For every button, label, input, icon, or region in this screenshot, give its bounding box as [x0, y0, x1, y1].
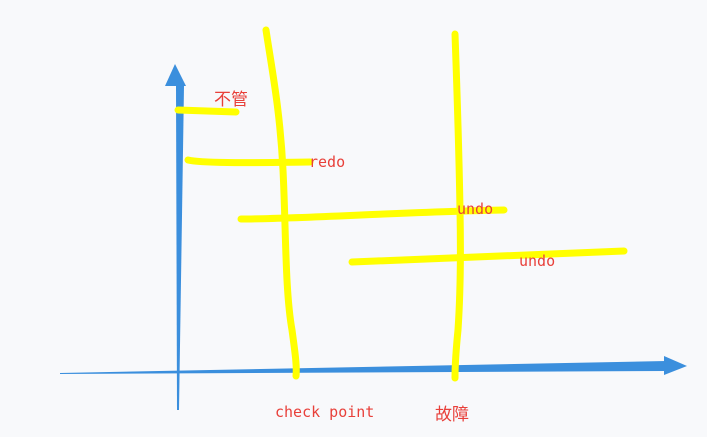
label-checkpoint: check point — [275, 403, 375, 421]
transaction-line-ignore — [174, 106, 240, 116]
label-ignore: 不管 — [214, 90, 248, 110]
checkpoint-line — [262, 26, 300, 380]
label-undo-upper: undo — [457, 200, 494, 218]
x-axis-line — [60, 361, 666, 374]
y-axis-arrowhead — [165, 64, 186, 86]
transaction-line-redo — [184, 156, 314, 167]
transaction-line-undo-upper — [237, 206, 508, 223]
label-failure: 故障 — [435, 405, 469, 425]
label-undo-lower: undo — [519, 252, 556, 270]
transaction-line-undo-lower — [348, 247, 628, 266]
x-axis-arrowhead — [664, 356, 687, 375]
failure-line — [451, 30, 464, 382]
y-axis-line — [176, 86, 184, 410]
label-redo: redo — [309, 153, 346, 171]
